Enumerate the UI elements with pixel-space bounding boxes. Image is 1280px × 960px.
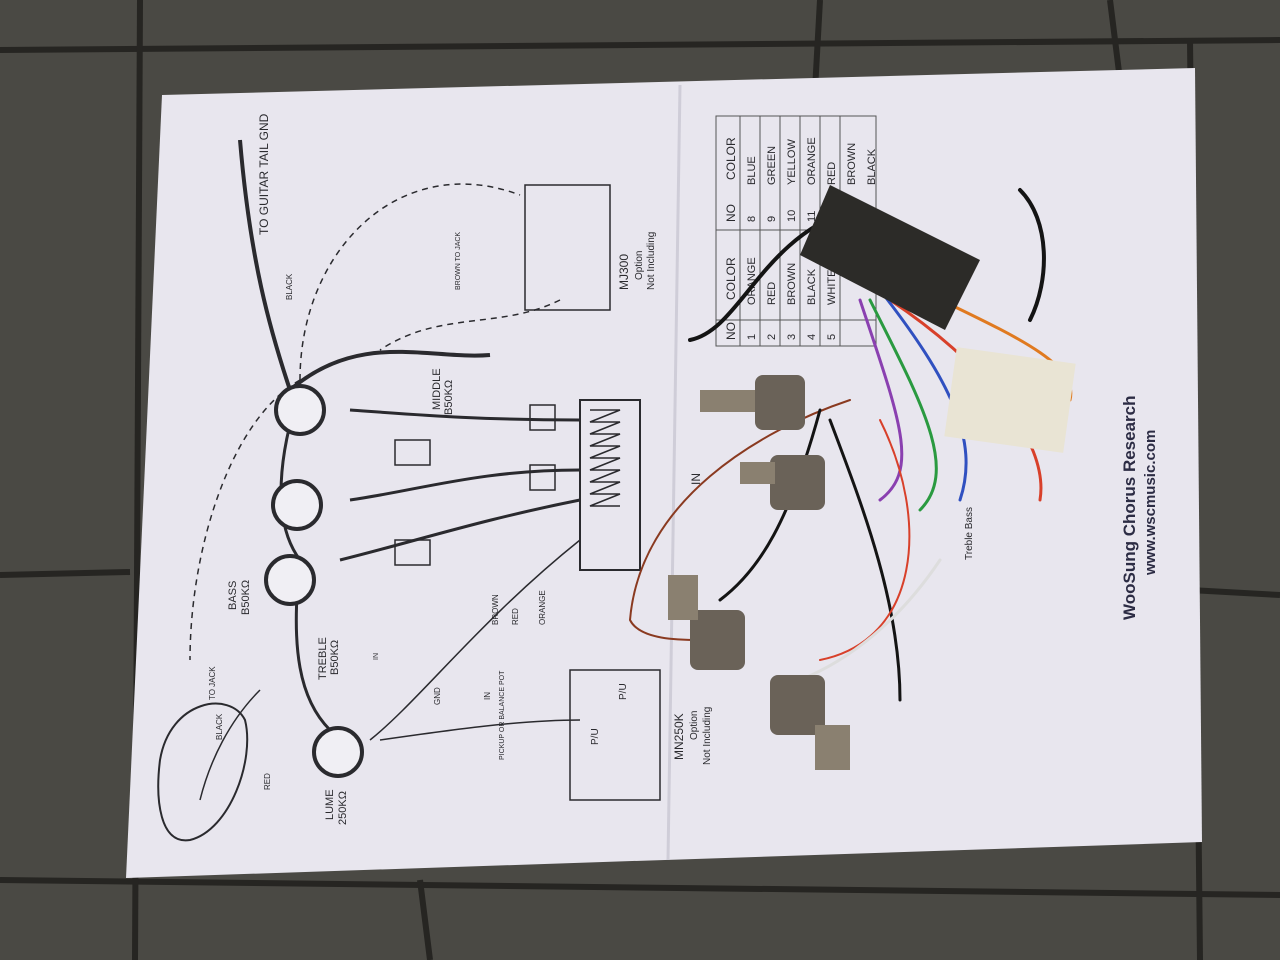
table-header-color: COLOR xyxy=(724,257,738,300)
table-cell-color: RED xyxy=(826,162,838,185)
knob-pot xyxy=(668,575,745,670)
pot-volume xyxy=(312,726,364,778)
mj300-label: MJ300 xyxy=(617,254,631,290)
table-cell-no: 3 xyxy=(786,334,798,340)
in-label: IN xyxy=(483,692,492,700)
brand-url: www.wscmusic.com xyxy=(1142,430,1159,576)
pot-bass xyxy=(271,479,323,531)
red-label: RED xyxy=(263,773,272,790)
brown-label: BROWN xyxy=(491,594,500,625)
option-label: Option xyxy=(634,251,645,280)
table-cell-color: ORANGE xyxy=(806,137,818,185)
to-jack-label: TO JACK xyxy=(208,666,217,700)
pot-treble xyxy=(264,554,316,606)
table-cell-color: BROWN xyxy=(846,143,858,185)
bass-label: BASS xyxy=(227,581,239,610)
red-label-2: RED xyxy=(511,608,520,625)
knob-pot xyxy=(740,455,825,510)
brand-name: WooSung Chorus Research xyxy=(1120,396,1139,621)
not-including-label: Not Including xyxy=(646,232,657,290)
table-cell-color: YELLOW xyxy=(786,139,798,185)
pickup-label: PICKUP OR BALANCE POT xyxy=(499,670,506,760)
table-header-color: COLOR xyxy=(724,137,738,180)
middle-label: MIDDLE xyxy=(431,368,443,410)
treble-bass-label: Treble Bass xyxy=(964,507,975,560)
middle-value: B50KΩ xyxy=(443,380,455,415)
table-cell-color: WHITE xyxy=(826,270,838,305)
in-label-2: IN xyxy=(373,653,380,660)
mn250k-label: MN250K xyxy=(672,713,686,760)
treble-value: B50KΩ xyxy=(329,640,341,675)
mn-not-including-label: Not Including xyxy=(702,707,713,765)
bass-value: B50KΩ xyxy=(240,580,252,615)
black-label-2: BLACK xyxy=(215,713,224,740)
pu-label-2: P/U xyxy=(618,683,629,700)
black-label: BLACK xyxy=(285,273,294,300)
table-cell-color: BLACK xyxy=(806,268,818,305)
table-cell-no: 11 xyxy=(806,211,818,222)
physical-potentiometers xyxy=(668,375,850,770)
color-table xyxy=(715,115,877,347)
table-cell-no: 1 xyxy=(746,334,758,340)
preamp-module xyxy=(800,185,1076,453)
preamp-wiring xyxy=(628,188,1073,702)
tail-gnd-label: TO GUITAR TAIL GND xyxy=(257,113,271,235)
gnd-label: GND xyxy=(433,687,442,705)
potentiometer-symbols xyxy=(264,384,364,778)
orange-label: ORANGE xyxy=(538,590,547,625)
table-cell-color: BLACK xyxy=(866,148,878,185)
mn-option-label: Option xyxy=(689,711,700,740)
treble-label: TREBLE xyxy=(317,637,329,680)
paper-fold xyxy=(666,84,682,861)
table-cell-color: RED xyxy=(766,282,778,305)
in-arrow-label: IN xyxy=(689,473,703,485)
table-cell-color: BLUE xyxy=(746,156,758,185)
table-cell-no: 5 xyxy=(826,334,838,340)
table-cell-no: 9 xyxy=(766,216,778,222)
table-cell-no: 10 xyxy=(786,210,798,222)
volume-label: LUME xyxy=(324,789,336,820)
pu-label-1: P/U xyxy=(590,728,601,745)
table-cell-color: BROWN xyxy=(786,263,798,305)
table-cell-no: 2 xyxy=(766,334,778,340)
table-cell-no: 8 xyxy=(746,216,758,222)
pot-middle xyxy=(274,384,326,436)
volume-value: 250KΩ xyxy=(337,791,349,825)
table-cell-color: GREEN xyxy=(766,146,778,185)
brown-to-jack-label: BROWN TO JACK xyxy=(455,232,462,290)
knob-pot xyxy=(770,675,850,770)
knob-pot xyxy=(700,375,805,430)
table-header-no: NO xyxy=(724,322,738,340)
wiring-diagram-lines xyxy=(157,139,661,842)
table-header-no: NO xyxy=(724,204,738,222)
table-cell-no: 4 xyxy=(806,334,818,340)
